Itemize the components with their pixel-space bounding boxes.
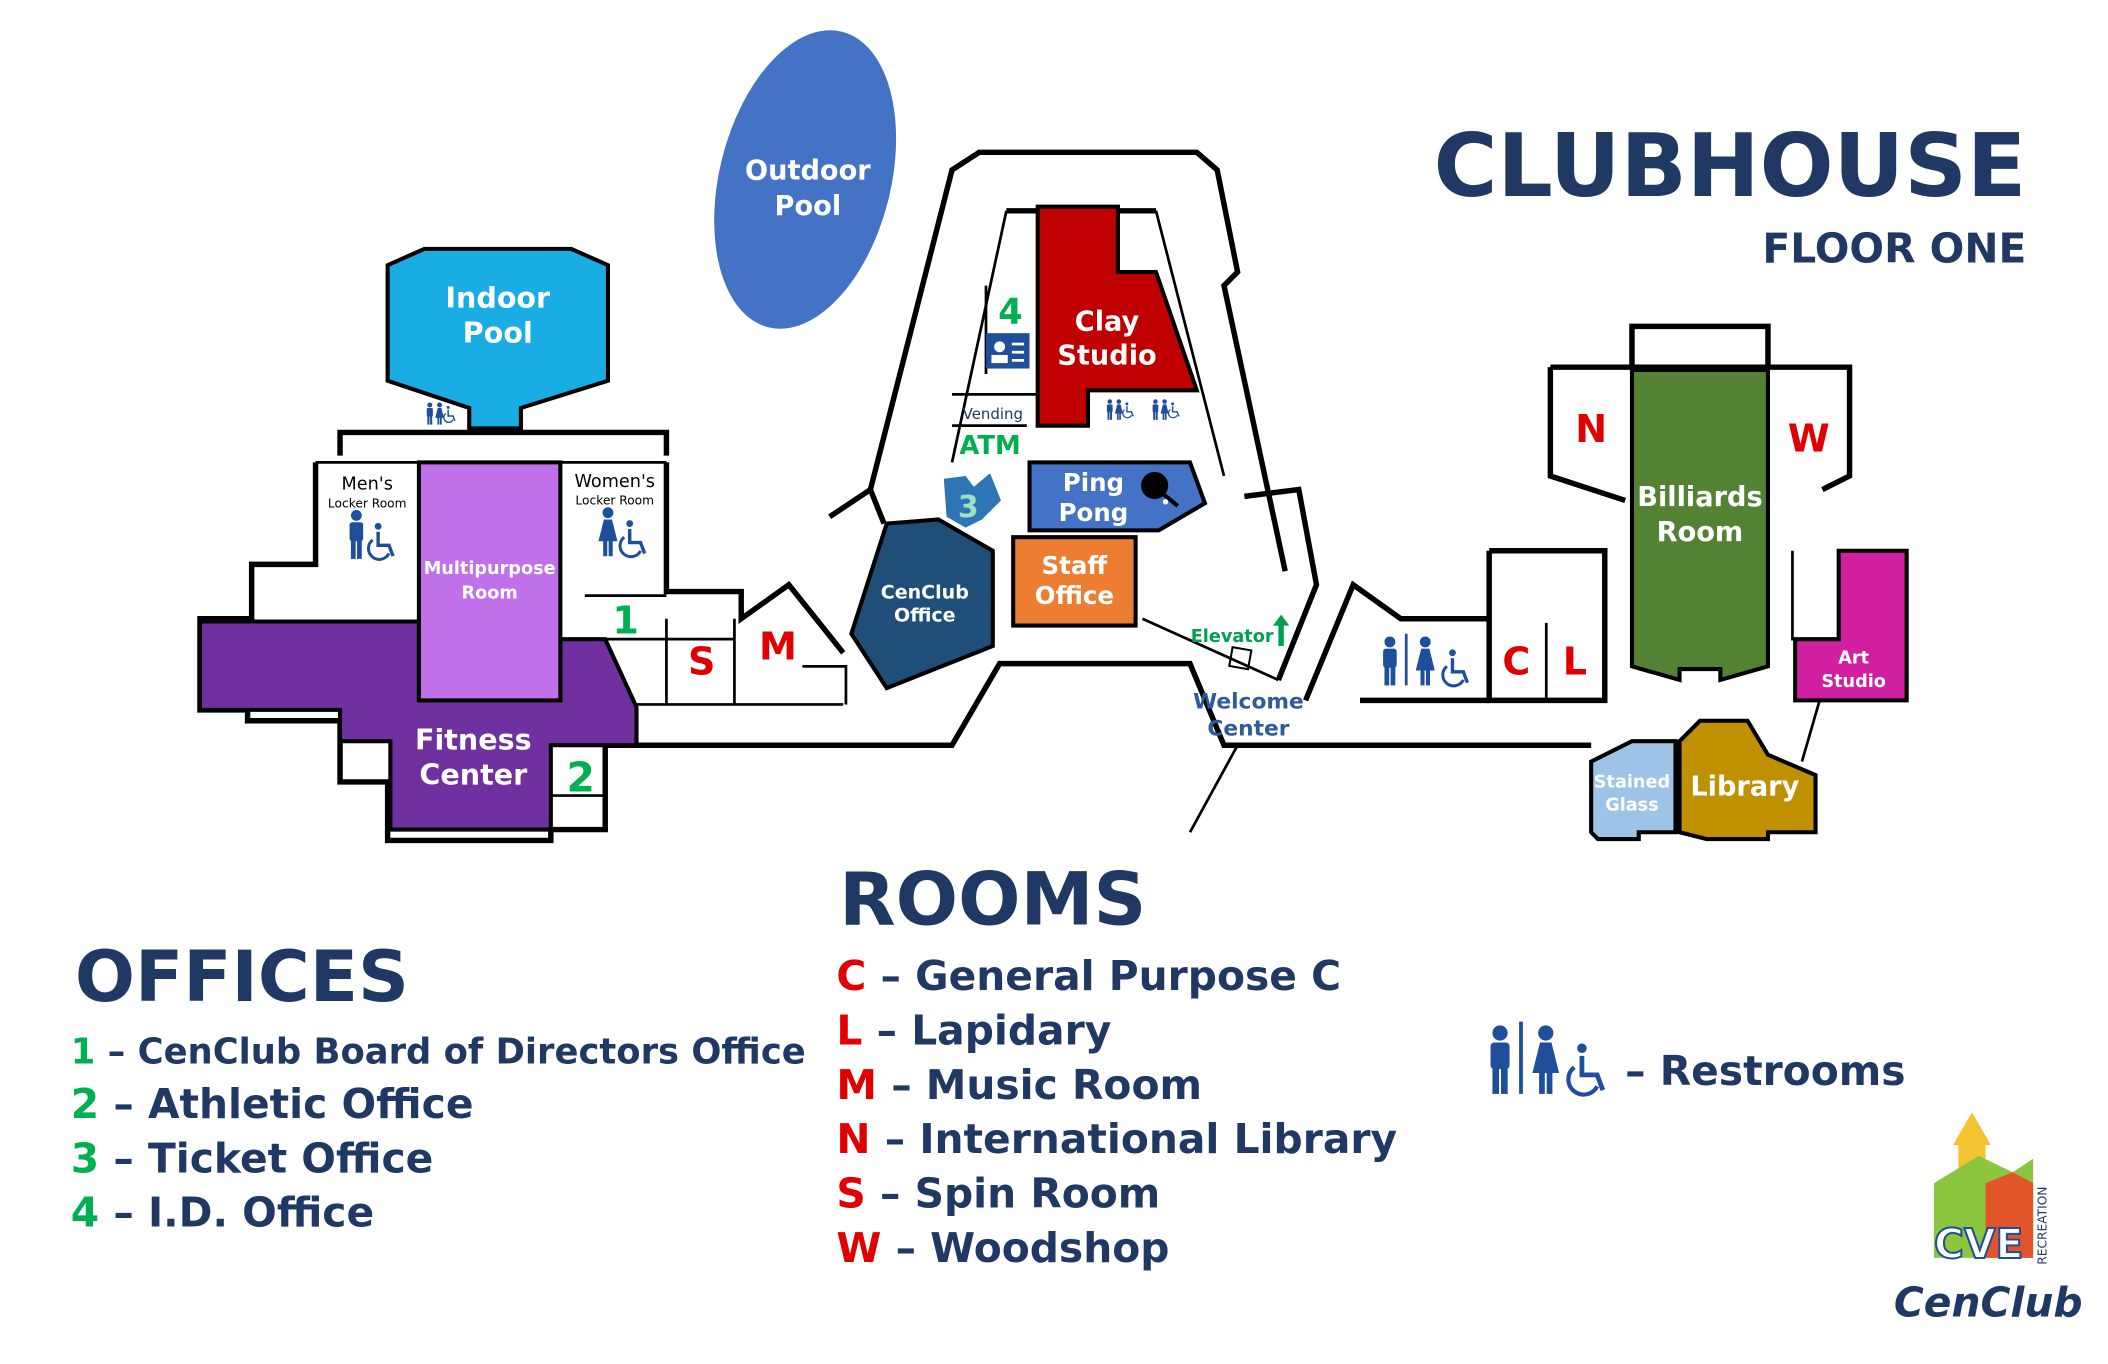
logo-cenclub-text: CenClub <box>1894 1278 2083 1326</box>
fitness-label-2: Center <box>419 758 527 792</box>
room-marker-c: C <box>1502 640 1530 684</box>
welcome-label: Welcome <box>1193 690 1304 715</box>
page-subtitle: FLOOR ONE <box>1762 224 2026 272</box>
fitness-label: Fitness <box>415 722 532 756</box>
elevator-icon <box>1228 645 1253 671</box>
library-label: Library <box>1690 772 1799 803</box>
women-icon <box>598 507 647 559</box>
room-marker-m: M <box>759 625 797 669</box>
men-icon <box>349 509 395 562</box>
restrooms-legend: – Restrooms <box>1490 1021 1906 1096</box>
indoor-pool: Indoor Pool <box>385 246 610 431</box>
clay-studio: Clay Studio <box>1035 204 1200 428</box>
office-marker-1: 1 <box>612 599 638 643</box>
stained-label: Stained <box>1594 772 1670 792</box>
art-label-2: Studio <box>1821 672 1886 692</box>
staff-label-2: Office <box>1035 581 1114 610</box>
office-marker-2: 2 <box>567 753 595 801</box>
billiards-label: Billiards <box>1637 482 1762 513</box>
outdoor-pool-label-2: Pool <box>775 191 842 222</box>
mens-locker-label-2: Locker Room <box>328 496 407 510</box>
room-marker-s: S <box>688 640 715 684</box>
legend-item: C – General Purpose C <box>836 952 1341 1000</box>
ticket-office-icon: 3 <box>943 473 1001 528</box>
legend-item: N – International Library <box>836 1115 1397 1163</box>
legend-item: 3 – Ticket Office <box>71 1134 434 1182</box>
legend-item: 2 – Athletic Office <box>71 1080 474 1128</box>
ping-pong-label-2: Pong <box>1059 498 1129 527</box>
multipurpose-label: Multipurpose <box>424 559 556 579</box>
restrooms-label: – Restrooms <box>1625 1047 1905 1095</box>
elevator-label: Elevator <box>1191 627 1274 647</box>
outdoor-pool-label: Outdoor <box>745 156 871 187</box>
indoor-pool-label: Indoor <box>445 280 550 314</box>
cenclub-office-label: CenClub <box>881 581 969 603</box>
legend-item: S – Spin Room <box>836 1170 1160 1218</box>
offices-legend: OFFICES 1 – CenClub Board of Directors O… <box>71 935 806 1237</box>
ping-pong-room: Ping Pong <box>1027 460 1208 533</box>
cve-cenclub-logo: CVE RECREATION CenClub <box>1894 1112 2083 1326</box>
womens-locker-label-2: Locker Room <box>575 494 654 508</box>
clay-restroom-icon <box>1106 399 1180 420</box>
elevator: Elevator <box>1191 614 1290 671</box>
stained-label-2: Glass <box>1605 796 1658 816</box>
offices-heading: OFFICES <box>75 935 409 1018</box>
main-restroom-icon <box>1383 633 1470 688</box>
womens-locker-label: Women's <box>574 472 655 492</box>
atm-label: ATM <box>959 431 1020 461</box>
logo-cve-text: CVE <box>1934 1220 2023 1268</box>
page-title: CLUBHOUSE <box>1434 115 2027 217</box>
cenclub-office: CenClub Office <box>849 517 995 691</box>
stained-glass-room: Stained Glass <box>1589 739 1678 842</box>
room-marker-w: W <box>1788 416 1830 460</box>
legend-item: W – Woodshop <box>836 1224 1169 1272</box>
ping-pong-label: Ping <box>1063 468 1124 497</box>
vending-label: Vending <box>963 405 1023 423</box>
welcome-label-2: Center <box>1207 717 1289 742</box>
library-room: Library <box>1677 718 1818 842</box>
staff-label: Staff <box>1042 551 1109 580</box>
restroom-icon <box>1490 1021 1603 1095</box>
billiards-label-2: Room <box>1657 517 1744 548</box>
up-arrow-icon <box>1272 614 1290 646</box>
rooms-legend: ROOMS C – General Purpose C L – Lapidary… <box>836 858 1397 1272</box>
rooms-heading: ROOMS <box>839 858 1146 943</box>
office-marker-3: 3 <box>958 490 979 525</box>
welcome-center: Welcome Center <box>1193 690 1304 742</box>
multipurpose-room: Multipurpose Room <box>416 460 563 703</box>
multipurpose-label-2: Room <box>462 583 518 603</box>
mens-locker-label: Men's <box>342 475 393 495</box>
pool-restroom-icon <box>426 402 456 425</box>
logo-recreation-text: RECREATION <box>2036 1187 2050 1265</box>
art-studio: Art Studio <box>1793 548 1909 703</box>
legend-item: L – Lapidary <box>836 1006 1111 1054</box>
paddle-icon <box>1141 471 1180 508</box>
office-marker-4: 4 <box>998 292 1023 333</box>
staff-office: Staff Office <box>1011 535 1138 628</box>
legend-item: M – Music Room <box>836 1061 1202 1109</box>
indoor-pool-label-2: Pool <box>463 316 533 350</box>
billiards-room: Billiards Room <box>1629 367 1770 683</box>
clay-label: Clay <box>1075 306 1140 337</box>
clay-label-2: Studio <box>1057 340 1156 371</box>
womens-locker-room: Women's Locker Room <box>574 472 655 559</box>
room-marker-l: L <box>1563 640 1587 684</box>
room-marker-n: N <box>1575 407 1607 451</box>
id-card-icon <box>986 333 1030 369</box>
legend-item: 1 – CenClub Board of Directors Office <box>71 1031 806 1072</box>
legend-item: 4 – I.D. Office <box>71 1189 374 1237</box>
central-wing-walls <box>828 149 1320 682</box>
art-label: Art <box>1838 649 1869 669</box>
cenclub-office-label-2: Office <box>894 604 956 626</box>
outdoor-pool: Outdoor Pool <box>714 30 897 329</box>
mens-locker-room: Men's Locker Room <box>328 475 407 562</box>
